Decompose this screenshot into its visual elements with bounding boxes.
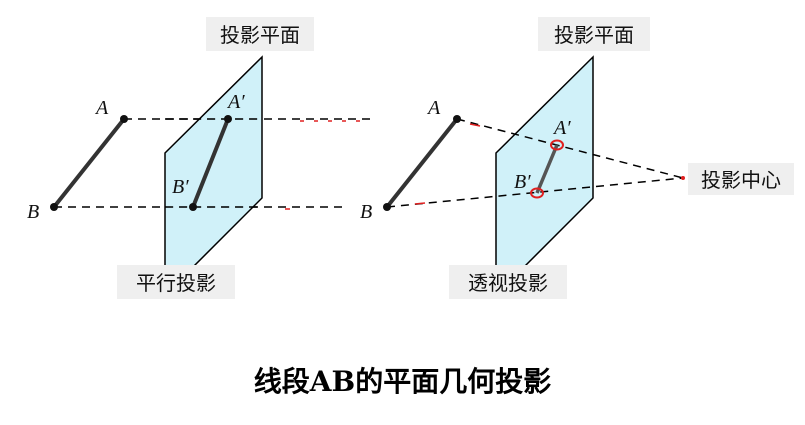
point-a-label-left: A — [94, 97, 109, 119]
projector-line-a-right — [456, 118, 684, 179]
projector-line-b-right — [386, 177, 684, 208]
point-b-label-right: B — [360, 201, 372, 223]
center-label-box — [688, 163, 794, 195]
figure-caption: 线段AB的平面几何投影 — [253, 365, 552, 398]
point-b-dot-right — [383, 203, 391, 211]
segment-ab-right — [385, 117, 459, 209]
red-hint-right-b — [414, 202, 426, 205]
marker-a-proj-right — [550, 139, 564, 151]
bottom-label-right: 透视投影 — [468, 271, 548, 295]
segment-ab-proj-right — [535, 144, 559, 194]
bottom-label-left: 平行投影 — [136, 271, 216, 295]
bottom-label-box-right — [449, 265, 567, 299]
segment-ab-proj-left — [191, 118, 230, 208]
perspective-projection-diagram: 投影平面 A B A′ B′ 投影中心 透视投影 — [360, 17, 794, 299]
point-b-dot-left — [50, 203, 58, 211]
projection-plane-left — [164, 55, 263, 297]
bottom-label-box-left — [117, 265, 235, 299]
red-hint-right-a — [469, 123, 481, 127]
projection-center-dot — [681, 176, 685, 180]
point-a-proj-label-left: A′ — [226, 91, 245, 113]
segment-ab-left — [52, 117, 126, 209]
point-b-proj-label-left: B′ — [172, 176, 189, 198]
point-a-proj-label-right: A′ — [552, 117, 571, 139]
plane-label-right: 投影平面 — [554, 23, 634, 47]
parallel-projection-diagram: 投影平面 A B A′ B′ 平行投影 — [27, 17, 375, 299]
point-b-label-left: B — [27, 201, 39, 223]
center-label: 投影中心 — [701, 168, 781, 192]
marker-b-proj-right — [530, 187, 544, 199]
point-a-dot-left — [120, 115, 128, 123]
plane-label-box-left — [206, 17, 314, 51]
point-a-label-right: A — [426, 97, 441, 119]
point-b-proj-dot-left — [189, 203, 197, 211]
point-b-proj-label-right: B′ — [514, 171, 531, 193]
plane-label-left: 投影平面 — [220, 23, 300, 47]
point-a-proj-dot-left — [224, 115, 232, 123]
plane-label-box-right — [538, 17, 650, 51]
point-a-dot-right — [453, 115, 461, 123]
